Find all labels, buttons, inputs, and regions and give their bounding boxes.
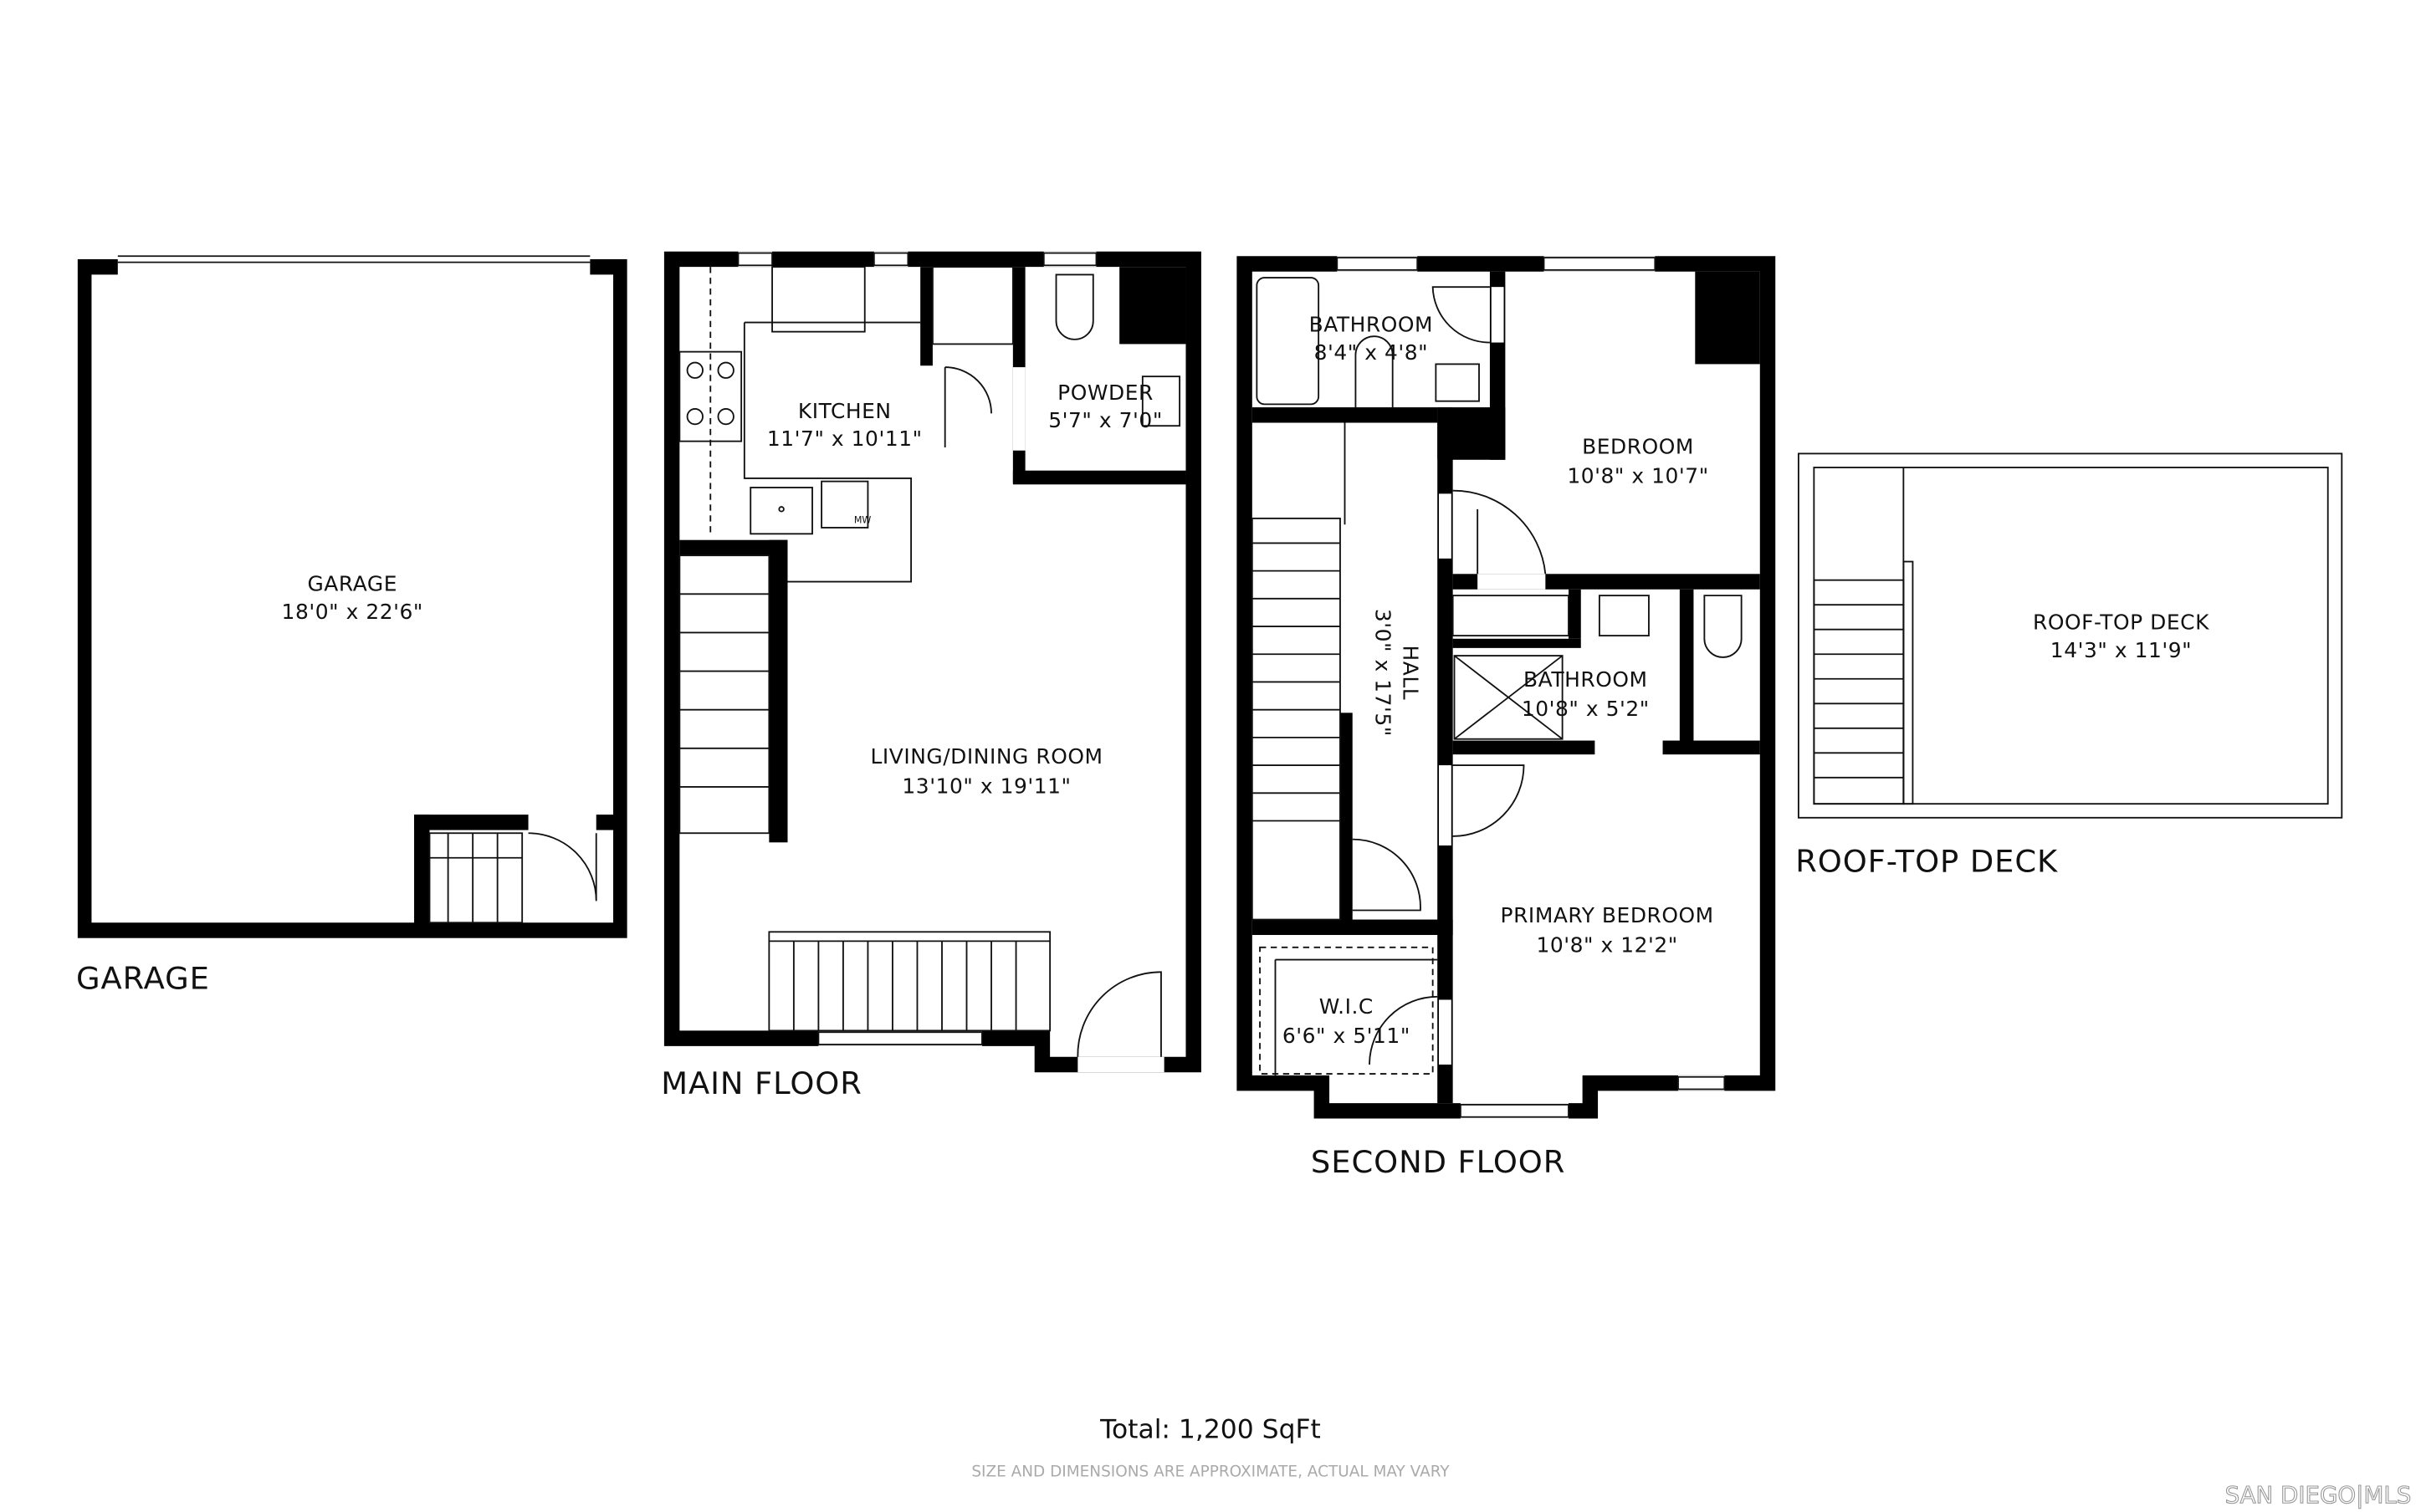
room-name-roof-deck: ROOF-TOP DECK	[2033, 610, 2209, 635]
stairs	[1813, 560, 1914, 805]
room-size-wic: 6'6" x 5'11"	[1282, 1024, 1410, 1048]
sink-icon	[750, 487, 813, 535]
floor-title-roof: ROOF-TOP DECK	[1795, 843, 2058, 879]
toilet-icon	[1354, 335, 1394, 408]
stairs	[1251, 517, 1341, 921]
room-size-bathroom-2: 10'8" x 5'2"	[1522, 697, 1650, 721]
main-floor-plan: MW KITCHEN 11'7" x 10'11" POWDER 5'7" x …	[663, 251, 1201, 1073]
room-name-bathroom-2: BATHROOM	[1523, 667, 1647, 692]
room-name-wic: W.I.C	[1319, 994, 1374, 1019]
stairs	[678, 554, 1052, 1032]
room-size-primary-bedroom: 10'8" x 12'2"	[1536, 932, 1677, 957]
second-floor-plan: BATHROOM 8'4" x 4'8" BEDROOM 10'8" x 10'…	[1236, 256, 1776, 1119]
stairs	[428, 832, 524, 924]
floor-title-second: SECOND FLOOR	[1311, 1144, 1565, 1180]
room-name-living-dining: LIVING/DINING ROOM	[870, 744, 1103, 769]
door-swing-icon	[944, 366, 992, 448]
room-name-bedroom: BEDROOM	[1582, 434, 1694, 458]
room-size-hall: 3'0" x 17'5"	[1370, 609, 1395, 737]
garage-plan: GARAGE 18'0" x 22'6"	[77, 254, 627, 938]
room-size-bathroom-1: 8'4" x 4'8"	[1314, 340, 1429, 365]
door-swing-icon	[1369, 995, 1438, 1065]
room-size-roof-deck: 14'3" x 11'9"	[2050, 638, 2192, 662]
floor-title-main: MAIN FLOOR	[661, 1065, 862, 1101]
room-size-bedroom: 10'8" x 10'7"	[1567, 463, 1708, 488]
room-name-garage: GARAGE	[307, 572, 397, 596]
microwave-label: MW	[854, 514, 872, 525]
floor-title-garage: GARAGE	[76, 961, 210, 997]
sink-icon	[1598, 595, 1650, 637]
door-swing-icon	[1431, 286, 1490, 344]
room-size-living-dining: 13'10" x 19'11"	[902, 774, 1071, 798]
mls-watermark: SAN DIEGO|MLS	[2225, 1481, 2412, 1509]
room-size-garage: 18'0" x 22'6"	[282, 600, 423, 624]
door-swing-icon	[1077, 971, 1162, 1057]
shower-icon	[1453, 655, 1564, 740]
microwave-icon	[821, 480, 869, 529]
disclaimer: SIZE AND DIMENSIONS ARE APPROXIMATE, ACT…	[971, 1463, 1450, 1481]
room-name-powder: POWDER	[1057, 381, 1154, 405]
toilet-icon	[1703, 595, 1743, 658]
door-swing-icon	[528, 832, 597, 902]
room-size-kitchen: 11'7" x 10'11"	[767, 427, 923, 451]
total-area: Total: 1,200 SqFt	[1099, 1414, 1321, 1444]
bathtub-icon	[1256, 277, 1320, 406]
room-name-bathroom-1: BATHROOM	[1309, 313, 1433, 337]
door-swing-icon	[1452, 489, 1547, 575]
door-swing-icon	[1352, 838, 1421, 912]
room-name-primary-bedroom: PRIMARY BEDROOM	[1501, 903, 1714, 927]
room-name-kitchen: KITCHEN	[798, 399, 892, 423]
sink-icon	[1435, 363, 1480, 402]
roof-deck-plan: ROOF-TOP DECK 14'3" x 11'9"	[1797, 452, 2343, 819]
toilet-icon	[1055, 273, 1094, 340]
room-size-powder: 5'7" x 7'0"	[1048, 408, 1163, 432]
room-name-hall: HALL	[1399, 646, 1423, 701]
sink-icon	[1141, 375, 1181, 427]
door-swing-icon	[1452, 764, 1525, 837]
